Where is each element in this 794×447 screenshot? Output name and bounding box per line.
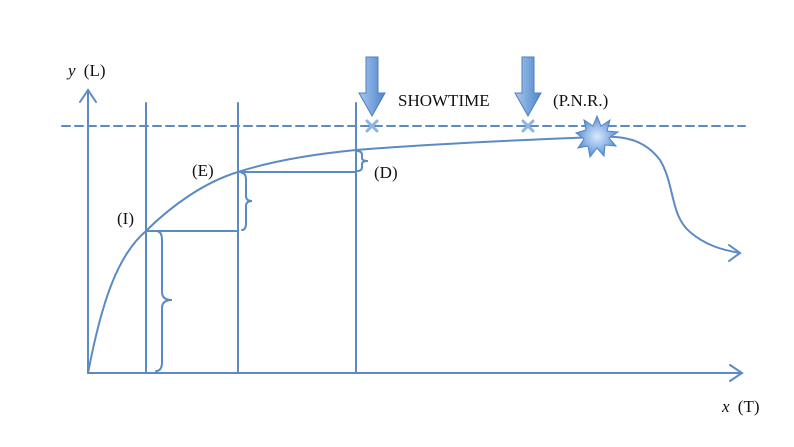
brace-e (241, 172, 253, 231)
label-d: (D) (374, 163, 398, 182)
decline-arrowhead (728, 244, 742, 262)
y-axis-variable: y (66, 61, 76, 80)
pnr-label: (P.N.R.) (553, 91, 608, 110)
marker-x-left (365, 119, 379, 133)
x-axis-variable: x (721, 397, 730, 416)
brace-d (356, 150, 369, 172)
decline-curve (594, 135, 741, 254)
y-axis-arrowhead (79, 88, 97, 103)
showtime-arrow-left (358, 56, 386, 118)
y-axis-label: y (L) (66, 61, 106, 80)
brace-i (155, 230, 173, 372)
showtime-arrow-right (514, 56, 542, 118)
marker-x-right (521, 119, 535, 133)
showtime-label: SHOWTIME (398, 91, 490, 110)
y-axis-unit: (L) (84, 61, 106, 80)
x-axis-unit: (T) (738, 397, 760, 416)
x-axis-arrowhead (729, 364, 744, 382)
learning-curve (87, 136, 596, 374)
pnr-burst-icon (574, 114, 620, 159)
x-axis-label: x (T) (721, 397, 760, 416)
label-i: (I) (117, 209, 134, 228)
label-e: (E) (192, 161, 214, 180)
